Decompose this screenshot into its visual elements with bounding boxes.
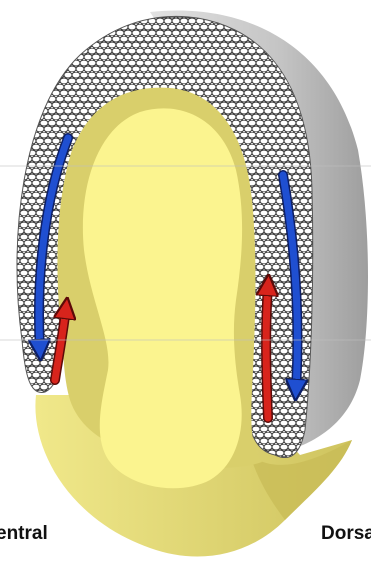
inner-yolk: [83, 108, 242, 488]
dorsal-label: Dorsa: [321, 524, 371, 543]
ventral-label: entral: [0, 524, 48, 543]
